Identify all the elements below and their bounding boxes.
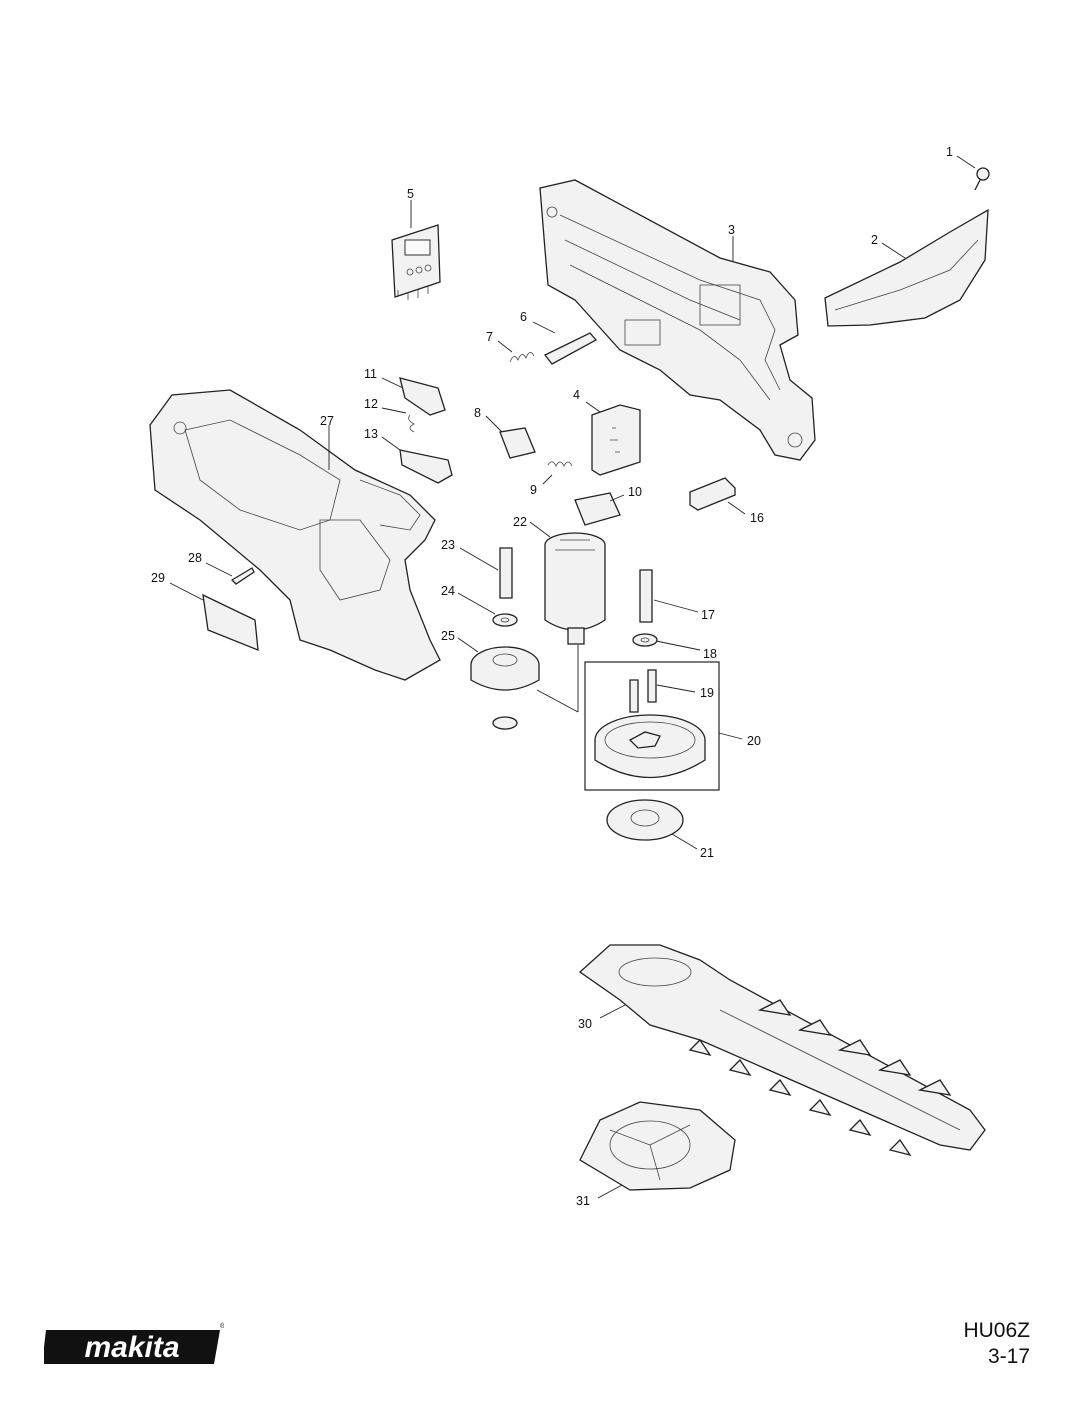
callout-6: 6 [520, 310, 527, 324]
part-11-13-switch [399, 377, 453, 484]
part-1-screw [974, 167, 990, 191]
part-16-stopper [689, 477, 736, 511]
callout-20: 20 [747, 734, 761, 748]
callout-8: 8 [474, 406, 481, 420]
callout-19: 19 [700, 686, 714, 700]
callout-28: 28 [188, 551, 202, 565]
part-31-cover [579, 1101, 736, 1191]
callout-2: 2 [871, 233, 878, 247]
callout-11: 11 [364, 367, 377, 381]
part-2-guard [824, 208, 989, 327]
makita-logo-icon: makita ® [42, 1322, 226, 1368]
part-28-screw [230, 567, 255, 585]
part-6-7-rod-spring [509, 332, 598, 365]
part-21-plate [606, 799, 684, 841]
part-30-blade [578, 944, 986, 1157]
part-22-motor [544, 532, 606, 645]
leader-lines [169, 155, 976, 1199]
callout-7: 7 [486, 330, 493, 344]
part-20-assembly [584, 661, 720, 791]
svg-text:®: ® [220, 1322, 224, 1330]
callout-17: 17 [701, 608, 715, 622]
callout-9: 9 [530, 483, 537, 497]
svg-text:makita: makita [84, 1331, 179, 1364]
part-5-controller [391, 224, 441, 300]
callout-1: 1 [946, 145, 953, 159]
callout-24: 24 [441, 584, 455, 598]
callout-27: 27 [320, 414, 334, 428]
part-27-housing [149, 389, 441, 681]
callout-23: 23 [441, 538, 455, 552]
page-number: 3-17 [987, 1345, 1030, 1368]
callout-31: 31 [576, 1194, 590, 1208]
footer-model-info: HU06Z 3-17 [963, 1318, 1030, 1370]
callout-12: 12 [364, 397, 378, 411]
callout-18: 18 [703, 647, 717, 661]
part-23-17-pins [499, 547, 653, 623]
callout-5: 5 [407, 187, 414, 201]
callout-labels: 1 2 3 4 5 6 7 8 9 10 11 12 13 16 17 18 1… [151, 145, 953, 1208]
part-3-housing [539, 179, 816, 461]
callout-25: 25 [441, 629, 455, 643]
part-24-18-washers [492, 613, 658, 647]
callout-29: 29 [151, 571, 165, 585]
callout-30: 30 [578, 1017, 592, 1031]
part-25-gear [470, 646, 540, 730]
model-number: HU06Z [963, 1319, 1030, 1342]
callout-4: 4 [573, 388, 580, 402]
part-8-10-latch [499, 427, 621, 526]
callout-3: 3 [728, 223, 735, 237]
callout-10: 10 [628, 485, 642, 499]
callout-22: 22 [513, 515, 527, 529]
callout-13: 13 [364, 427, 378, 441]
callout-16: 16 [750, 511, 764, 525]
part-4-board [591, 404, 641, 476]
callout-21: 21 [700, 846, 714, 860]
part-29-label [202, 593, 259, 652]
